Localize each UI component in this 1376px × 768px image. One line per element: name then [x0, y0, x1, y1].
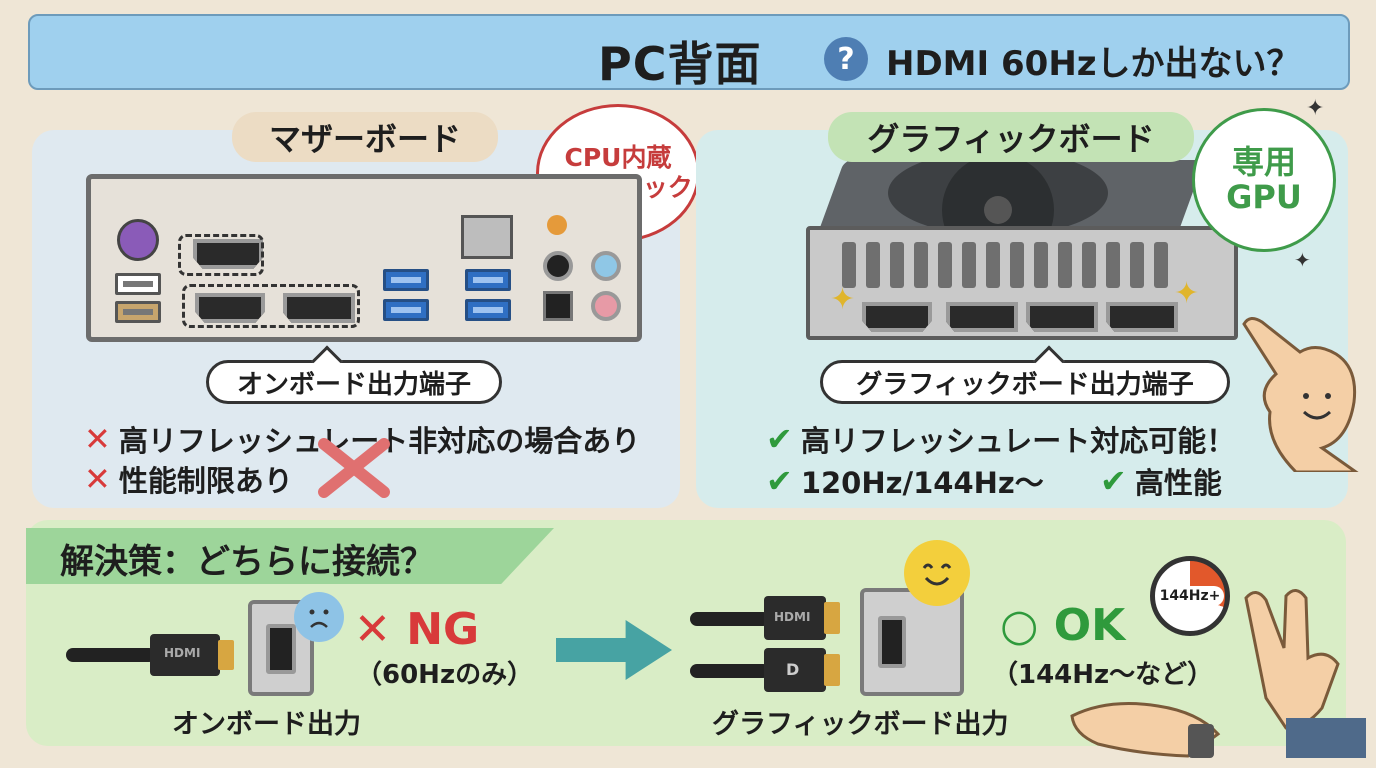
ok-label-text: OK [1053, 600, 1126, 651]
motherboard-io-panel-icon [86, 174, 642, 342]
usb3-port-icon [383, 269, 429, 291]
question-icon: ? [824, 37, 868, 81]
graphics-card-label: グラフィックボード [828, 112, 1194, 162]
gpu-output-callout: グラフィックボード出力端子 [820, 360, 1230, 404]
page-subtitle: HDMI 60Hzしか出ない？ [886, 44, 1301, 84]
displayport-icon [283, 293, 355, 323]
usb3-port-icon [383, 299, 429, 321]
benefit-text: 高性能 [1134, 466, 1222, 500]
sparkle-icon: ✦ [1306, 96, 1325, 121]
ethernet-port-icon [461, 215, 513, 259]
cable-icon [690, 664, 770, 678]
sparkle-icon: ✦ [1294, 248, 1311, 272]
stopwatch-icon: 144Hz+ [1150, 556, 1230, 636]
dedicated-gpu-stamp: 専用 GPU [1192, 108, 1336, 252]
hdmi-port-icon [195, 293, 265, 323]
sad-face-icon [294, 592, 344, 642]
cross-icon: ✕ [84, 460, 111, 498]
waving-hand-icon [1226, 578, 1366, 758]
onboard-output-caption: オンボード出力 [172, 709, 361, 740]
ng-label: ✕ NG [354, 604, 479, 655]
timer-label: 144Hz+ [1155, 586, 1225, 606]
check-icon: ✔ [1100, 462, 1127, 500]
hdmi-highlight-box [178, 234, 264, 276]
ng-label-text: NG [406, 604, 480, 655]
check-icon: ✔ [766, 462, 793, 500]
plug-tip-icon [824, 602, 840, 634]
displayport-plug-icon: D [764, 648, 826, 692]
header-banner [28, 14, 1350, 90]
drawback-text: 性能制限あり [118, 464, 293, 498]
pointing-hand-icon [1236, 312, 1366, 474]
gpu-output-caption: グラフィックボード出力 [712, 709, 1009, 740]
displayport-icon [1106, 302, 1178, 332]
open-hand-icon [1068, 694, 1228, 760]
solution-title: 解決策：どちらに接続？ [60, 542, 434, 582]
sparkle-icon: ✦ [1174, 276, 1200, 311]
onboard-output-callout: オンボード出力端子 [206, 360, 502, 404]
check-icon: ✔ [766, 420, 793, 458]
cross-icon: ✕ [354, 604, 391, 655]
benefit-text: 120Hz/144Hz〜 [800, 466, 1044, 500]
hdmi-port-icon [862, 302, 932, 332]
gpu-fan-icon [888, 150, 1108, 236]
gpu-stamp-line2: GPU [1226, 178, 1302, 216]
benefit-item: ✔ 120Hz/144Hz〜 [766, 460, 1044, 502]
optical-port-icon [543, 291, 573, 321]
plug-tip-icon [824, 654, 840, 686]
plug-tip-icon [218, 640, 234, 670]
hdmi-plug-icon: HDMI [150, 634, 220, 676]
benefit-item: ✔ 高性能 [1100, 460, 1222, 502]
cable-icon [66, 648, 156, 662]
audio-jack-icon [591, 291, 621, 321]
cable-icon [690, 612, 770, 626]
usb3-port-icon [465, 299, 511, 321]
benefit-text: 高リフレッシュレート対応可能！ [800, 424, 1236, 458]
ok-note: （144Hz〜など） [992, 660, 1214, 690]
solution-banner [26, 528, 554, 584]
motherboard-label: マザーボード [232, 112, 498, 162]
plug-label: D [786, 660, 800, 679]
cpu-stamp-line1: CPU内蔵 [564, 143, 672, 172]
ps2-port-icon [117, 219, 159, 261]
drawback-item: ✕ 性能制限あり [84, 458, 293, 500]
circle-icon: ○ [1000, 600, 1039, 651]
usb-port-icon [115, 273, 161, 295]
cross-icon: ✕ [84, 420, 111, 458]
output-highlight-box [182, 284, 360, 328]
plug-label: HDMI [164, 646, 201, 660]
ok-label: ○ OK [1000, 600, 1125, 651]
hdmi-plug-icon: HDMI [764, 596, 826, 640]
gpu-socket-icon [860, 588, 964, 696]
plug-label: HDMI [774, 610, 811, 624]
usb3-port-icon [465, 269, 511, 291]
audio-jack-icon [547, 215, 567, 235]
sparkle-icon: ✦ [830, 282, 856, 317]
ng-note: （60Hzのみ） [356, 660, 534, 690]
page-title: PC背面 [598, 37, 762, 91]
audio-jack-icon [543, 251, 573, 281]
displayport-icon [1026, 302, 1098, 332]
big-cross-icon [314, 438, 394, 498]
displayport-icon [946, 302, 1018, 332]
usb-port-icon [115, 301, 161, 323]
benefit-item: ✔ 高リフレッシュレート対応可能！ [766, 418, 1235, 460]
gpu-stamp-line1: 専用 [1231, 142, 1296, 181]
audio-jack-icon [591, 251, 621, 281]
smiley-face-icon [904, 540, 970, 606]
